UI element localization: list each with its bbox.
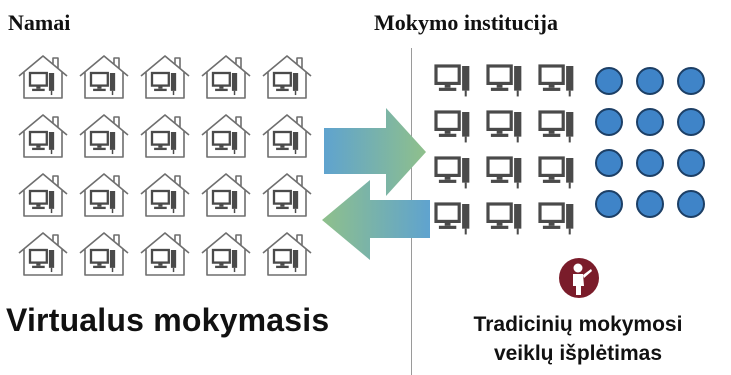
- student-circle-icon: [636, 108, 664, 136]
- home-heading: Namai: [8, 10, 71, 35]
- house-with-computer-icon: [79, 55, 129, 99]
- house-with-computer-icon: [140, 232, 190, 276]
- house-with-computer-icon: [140, 55, 190, 99]
- student-circle-icon: [595, 108, 623, 136]
- student-circle-icon: [595, 67, 623, 95]
- student-circle-icon: [677, 190, 705, 218]
- traditional-activities-label: Tradicinių mokymosi veiklų išplėtimas: [428, 310, 728, 368]
- computer-workstation-icon: [486, 202, 522, 235]
- house-with-computer-icon: [18, 173, 68, 217]
- house-with-computer-icon: [262, 232, 312, 276]
- virtual-learning-label: Virtualus mokymasis: [6, 302, 330, 338]
- house-with-computer-icon: [262, 114, 312, 158]
- house-with-computer-icon: [201, 114, 251, 158]
- teacher-icon: [559, 258, 599, 298]
- arrow-right-icon: [324, 108, 426, 196]
- computer-workstation-icon: [538, 156, 574, 189]
- arrow-left-icon: [322, 180, 430, 260]
- house-with-computer-icon: [201, 173, 251, 217]
- house-with-computer-icon: [262, 173, 312, 217]
- computer-workstation-icon: [434, 202, 470, 235]
- workstations-grid: [434, 64, 574, 235]
- student-circle-icon: [636, 190, 664, 218]
- computer-workstation-icon: [538, 202, 574, 235]
- students-grid: [595, 67, 705, 218]
- computer-workstation-icon: [434, 64, 470, 97]
- computer-workstation-icon: [538, 110, 574, 143]
- house-with-computer-icon: [201, 232, 251, 276]
- house-with-computer-icon: [18, 55, 68, 99]
- student-circle-icon: [595, 190, 623, 218]
- computer-workstation-icon: [486, 110, 522, 143]
- computer-workstation-icon: [434, 110, 470, 143]
- student-circle-icon: [677, 67, 705, 95]
- computer-workstation-icon: [486, 156, 522, 189]
- house-with-computer-icon: [140, 114, 190, 158]
- house-with-computer-icon: [201, 55, 251, 99]
- house-with-computer-icon: [79, 232, 129, 276]
- house-with-computer-icon: [79, 173, 129, 217]
- student-circle-icon: [636, 67, 664, 95]
- student-circle-icon: [636, 149, 664, 177]
- computer-workstation-icon: [434, 156, 470, 189]
- student-circle-icon: [677, 149, 705, 177]
- traditional-label-line2: veiklų išplėtimas: [493, 342, 663, 365]
- institution-heading: Mokymo institucija: [374, 10, 558, 35]
- house-with-computer-icon: [18, 232, 68, 276]
- homes-grid: [18, 55, 312, 276]
- computer-workstation-icon: [538, 64, 574, 97]
- house-with-computer-icon: [140, 173, 190, 217]
- student-circle-icon: [595, 149, 623, 177]
- house-with-computer-icon: [18, 114, 68, 158]
- house-with-computer-icon: [262, 55, 312, 99]
- computer-workstation-icon: [486, 64, 522, 97]
- student-circle-icon: [677, 108, 705, 136]
- house-with-computer-icon: [79, 114, 129, 158]
- traditional-label-line1: Tradicinių mokymosi: [473, 313, 683, 336]
